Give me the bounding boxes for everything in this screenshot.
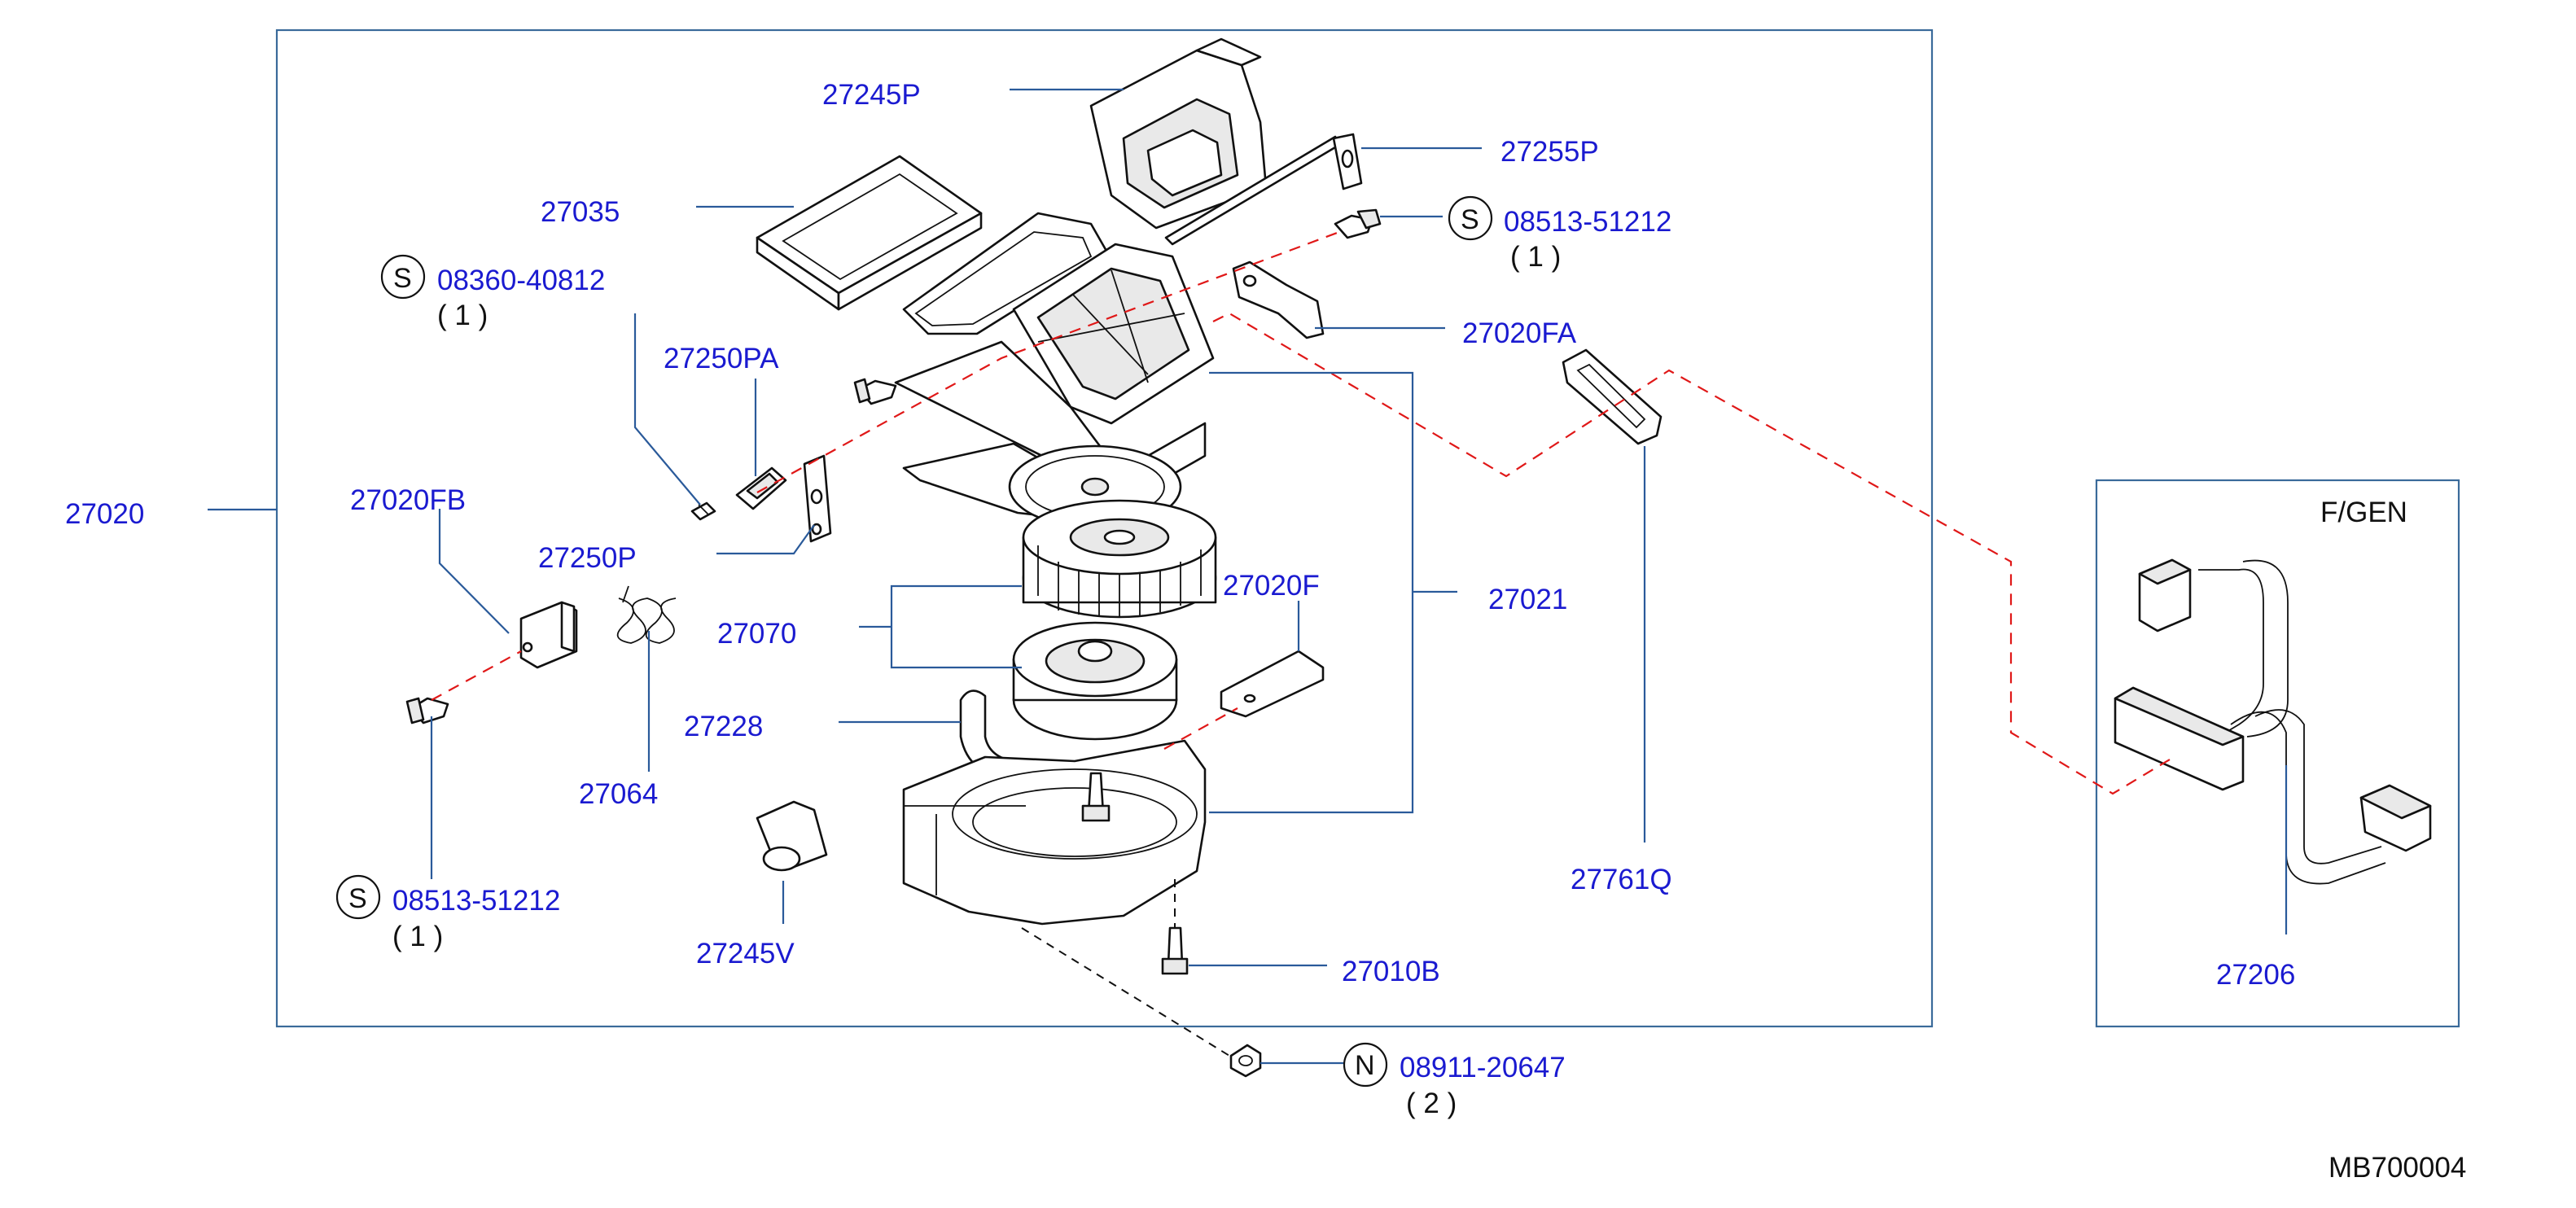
filter-27035 <box>756 155 983 311</box>
screw-upper-right <box>1334 208 1382 239</box>
connector-line-upper <box>756 230 1340 493</box>
fastener-callout-s3: S 08513-51212 ( 1 ) <box>335 874 560 952</box>
label-27070: 27070 <box>717 618 796 650</box>
screw-lower-left <box>405 697 449 724</box>
label-27245P: 27245P <box>822 79 921 111</box>
s3-circle <box>335 874 381 920</box>
label-27020FA: 27020FA <box>1462 317 1577 349</box>
motor-screw <box>1081 772 1111 822</box>
s1-qty: ( 1 ) <box>1510 241 1561 273</box>
screw-08360-40812 <box>690 501 716 521</box>
n1-qty: ( 2 ) <box>1406 1088 1457 1119</box>
label-27020F: 27020F <box>1223 570 1320 602</box>
s1-code: 08513-51212 <box>1504 206 1671 238</box>
s3-letter: S <box>348 883 367 914</box>
label-27010B: 27010B <box>1342 956 1440 987</box>
s1-letter: S <box>1461 204 1479 235</box>
harness-27206 <box>2114 558 2432 885</box>
connector-27761Q <box>1562 348 1663 445</box>
label-27021: 27021 <box>1488 584 1567 615</box>
fan-27070 <box>1022 499 1217 619</box>
main-assembly-frame <box>275 28 1934 1028</box>
spring-27064 <box>616 585 677 644</box>
leader-27250P <box>716 524 815 555</box>
duct-cover-27245P <box>1089 37 1268 230</box>
clip-27245V <box>756 800 828 872</box>
diagram-code: MB700004 <box>2328 1152 2466 1184</box>
inset-frame <box>2095 479 2460 1028</box>
leader-27020FB <box>438 509 510 634</box>
screw-27010B <box>1161 926 1189 975</box>
lower-blower-case <box>902 739 1207 926</box>
label-27250PA: 27250PA <box>664 343 779 374</box>
bracket-27020FA <box>1232 260 1325 339</box>
label-27020FB: 27020FB <box>350 484 466 516</box>
label-27020: 27020 <box>65 498 144 530</box>
s3-code: 08513-51212 <box>392 885 560 917</box>
connector-line-27020F <box>1163 707 1238 750</box>
rod-27255P <box>1164 133 1363 246</box>
inset-title: F/GEN <box>2320 497 2407 528</box>
blower-motor <box>1012 621 1178 741</box>
bracket-27250PA <box>735 466 787 510</box>
s3-qty: ( 1 ) <box>392 921 443 952</box>
s2-circle <box>380 254 426 300</box>
n1-code: 08911-20647 <box>1400 1052 1566 1083</box>
bracket-27250P <box>803 454 832 543</box>
label-27035: 27035 <box>541 196 620 228</box>
dashed-axis-nut <box>1021 927 1234 1059</box>
s2-letter: S <box>393 263 412 294</box>
screw-housing-left <box>853 378 897 405</box>
fastener-callout-s2: S 08360-40812 ( 1 ) <box>380 254 605 331</box>
nut-08911-20647 <box>1229 1044 1262 1078</box>
label-27761Q: 27761Q <box>1571 864 1672 895</box>
label-27228: 27228 <box>684 711 763 742</box>
resistor-27020F <box>1220 650 1325 718</box>
connector-line-harness <box>1212 312 2175 795</box>
connector-line-fb <box>431 650 522 701</box>
s2-code: 08360-40812 <box>437 265 605 296</box>
label-27255P: 27255P <box>1500 136 1599 168</box>
module-27020FB <box>519 601 578 669</box>
fastener-callout-n1: N 08911-20647 ( 2 ) <box>1343 1042 1566 1119</box>
leader-s2 <box>633 313 701 506</box>
label-27245V: 27245V <box>696 938 795 969</box>
fastener-callout-s1: S 08513-51212 ( 1 ) <box>1448 195 1671 273</box>
leader-27070 <box>890 584 1022 669</box>
n1-letter: N <box>1355 1050 1375 1081</box>
label-27064: 27064 <box>579 778 658 810</box>
label-27206: 27206 <box>2216 959 2295 991</box>
n1-circle <box>1343 1042 1388 1088</box>
s2-qty: ( 1 ) <box>437 300 488 331</box>
s1-circle <box>1448 195 1493 241</box>
label-27250P: 27250P <box>538 542 637 574</box>
